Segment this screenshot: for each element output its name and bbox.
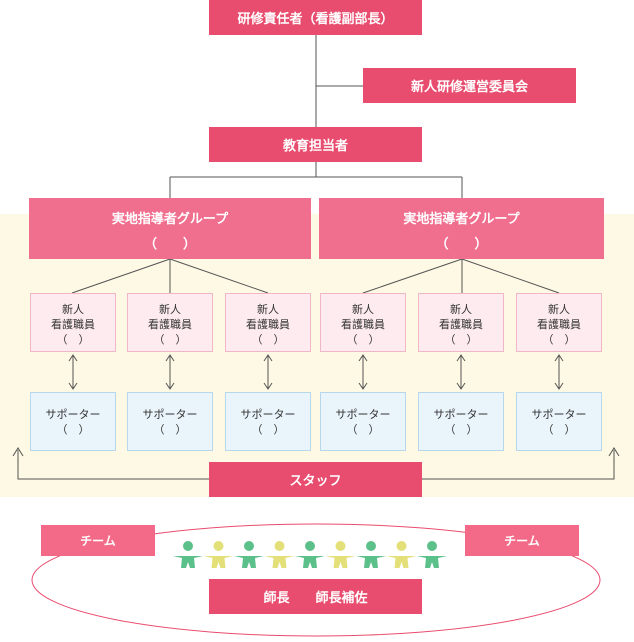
committee-label: 新人研修運営委員会 bbox=[410, 80, 528, 95]
person-icon bbox=[234, 541, 264, 568]
new-nurse-line1: 新人 bbox=[352, 303, 374, 316]
supporter-box: サポーター （ ） bbox=[320, 392, 406, 451]
supporter-box: サポーター （ ） bbox=[516, 392, 602, 451]
supporter-label: サポーター bbox=[142, 408, 198, 421]
group-paren: （ ） bbox=[143, 237, 196, 252]
supporter-paren: （ ） bbox=[542, 423, 576, 436]
new-nurse-box: 新人 看護職員 （ ） bbox=[418, 293, 504, 352]
new-nurse-paren: （ ） bbox=[251, 333, 285, 346]
person-icon bbox=[264, 541, 295, 568]
supporter-paren: （ ） bbox=[346, 423, 380, 436]
new-nurse-line1: 新人 bbox=[548, 303, 570, 316]
instructor-group-right: 実地指導者グループ （ ） bbox=[319, 198, 604, 259]
supporter-paren: （ ） bbox=[251, 423, 285, 436]
person-icon bbox=[417, 541, 447, 568]
new-nurse-line1: 新人 bbox=[450, 303, 472, 316]
supporter-box: サポーター （ ） bbox=[30, 392, 116, 451]
person-icon bbox=[203, 541, 234, 568]
new-nurse-paren: （ ） bbox=[444, 333, 478, 346]
team-label: チーム bbox=[80, 534, 116, 548]
supporter-paren: （ ） bbox=[444, 423, 478, 436]
new-nurse-line2: 看護職員 bbox=[51, 318, 95, 331]
managers-box: 師長 師長補佐 bbox=[209, 579, 422, 614]
new-nurse-line1: 新人 bbox=[159, 303, 181, 316]
new-nurse-box: 新人 看護職員 （ ） bbox=[320, 293, 406, 352]
staff-label: スタッフ bbox=[289, 474, 342, 489]
new-nurse-line2: 看護職員 bbox=[537, 318, 581, 331]
new-nurse-line2: 看護職員 bbox=[148, 318, 192, 331]
supporter-box: サポーター （ ） bbox=[225, 392, 311, 451]
training-chief-label: 研修責任者（看護副部長） bbox=[237, 12, 394, 27]
new-nurse-line1: 新人 bbox=[62, 303, 84, 316]
new-nurse-paren: （ ） bbox=[56, 333, 90, 346]
instructor-group-left: 実地指導者グループ （ ） bbox=[29, 198, 311, 259]
educator-label: 教育担当者 bbox=[282, 139, 348, 154]
supporter-label: サポーター bbox=[240, 408, 296, 421]
new-nurse-paren: （ ） bbox=[153, 333, 187, 346]
supporter-label: サポーター bbox=[45, 408, 101, 421]
supporter-label: サポーター bbox=[335, 408, 391, 421]
committee-box: 新人研修運営委員会 bbox=[363, 68, 576, 103]
new-nurse-line1: 新人 bbox=[257, 303, 279, 316]
new-nurse-paren: （ ） bbox=[346, 333, 380, 346]
new-nurse-box: 新人 看護職員 （ ） bbox=[127, 293, 213, 352]
group-title: 実地指導者グループ bbox=[111, 212, 229, 227]
person-icon bbox=[173, 541, 203, 568]
new-nurse-box: 新人 看護職員 （ ） bbox=[225, 293, 311, 352]
team-box-right: チーム bbox=[465, 525, 579, 556]
group-title: 実地指導者グループ bbox=[403, 212, 520, 227]
new-nurse-line2: 看護職員 bbox=[439, 318, 483, 331]
new-nurse-paren: （ ） bbox=[542, 333, 576, 346]
supporter-label: サポーター bbox=[433, 408, 489, 421]
new-nurse-line2: 看護職員 bbox=[246, 318, 290, 331]
new-nurse-box: 新人 看護職員 （ ） bbox=[516, 293, 602, 352]
person-icon bbox=[325, 541, 356, 568]
training-chief-box: 研修責任者（看護副部長） bbox=[209, 0, 422, 35]
supporter-box: サポーター （ ） bbox=[418, 392, 504, 451]
educator-box: 教育担当者 bbox=[209, 127, 422, 162]
person-icon bbox=[356, 541, 386, 568]
supporter-paren: （ ） bbox=[153, 423, 187, 436]
supporter-label: サポーター bbox=[531, 408, 587, 421]
new-nurse-box: 新人 看護職員 （ ） bbox=[30, 293, 116, 352]
team-label: チーム bbox=[504, 534, 540, 548]
managers-label: 師長 師長補佐 bbox=[263, 591, 368, 606]
supporter-box: サポーター （ ） bbox=[127, 392, 213, 451]
person-icon bbox=[386, 541, 417, 568]
team-box-left: チーム bbox=[41, 525, 155, 556]
supporter-paren: （ ） bbox=[56, 423, 90, 436]
new-nurse-line2: 看護職員 bbox=[341, 318, 385, 331]
group-paren: （ ） bbox=[435, 237, 488, 252]
person-icon bbox=[295, 541, 325, 568]
staff-box: スタッフ bbox=[209, 462, 422, 497]
